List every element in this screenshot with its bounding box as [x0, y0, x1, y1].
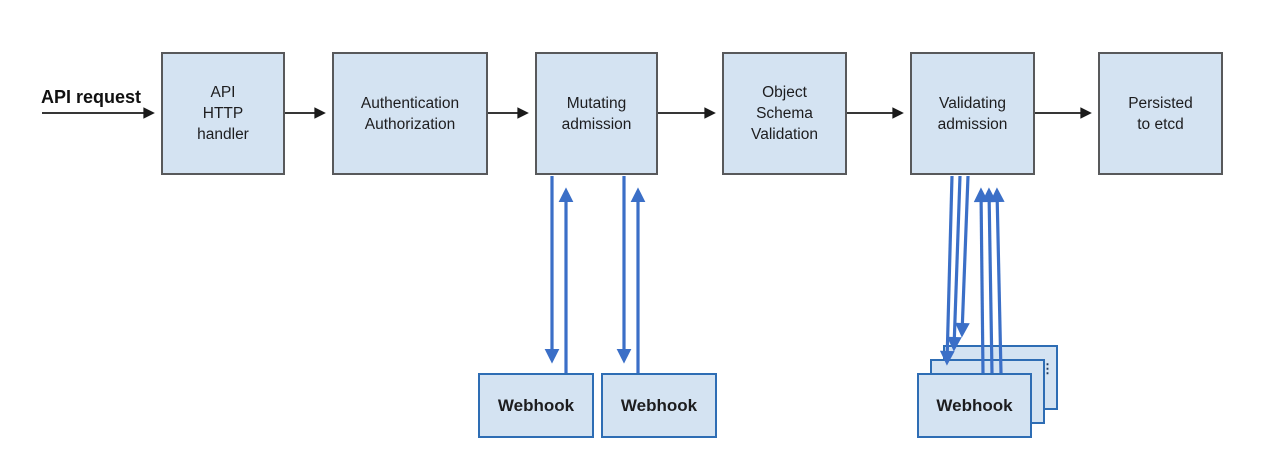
- arrow-validating-to-webhook-back: [955, 175, 970, 338]
- box-mutating-admission: Mutating admission: [535, 52, 658, 175]
- webhook-box-validating-front: Webhook: [917, 373, 1032, 438]
- box-object-schema-validation-label: Object Schema Validation: [751, 84, 818, 143]
- webhook-box-mutating-1: Webhook: [478, 373, 594, 438]
- box-authentication-authorization-label: Authentication Authorization: [360, 94, 460, 133]
- box-persisted-to-etcd: Persisted to etcd: [1098, 52, 1223, 175]
- webhook-box-mutating-1-label: Webhook: [497, 395, 575, 415]
- box-api-http-handler: API HTTP handler: [161, 52, 285, 175]
- more-webhooks-ellipsis: ⋮: [1041, 361, 1054, 376]
- webhook-box-mutating-2-label: Webhook: [620, 395, 698, 415]
- box-persisted-to-etcd-label: Persisted to etcd: [1128, 94, 1193, 133]
- box-validating-admission-label: Validating admission: [937, 94, 1008, 133]
- box-object-schema-validation: Object Schema Validation: [722, 52, 847, 175]
- webhook-box-validating-front-label: Webhook: [936, 395, 1013, 415]
- box-authentication-authorization: Authentication Authorization: [332, 52, 488, 175]
- box-validating-admission: Validating admission: [910, 52, 1035, 175]
- box-mutating-admission-label: Mutating admission: [561, 94, 632, 133]
- box-api-http-handler-label: API HTTP handler: [197, 84, 249, 143]
- arrow-validating-to-webhook-front: [939, 175, 955, 366]
- api-request-label: API request: [41, 87, 142, 107]
- arrow-validating-to-webhook-middle: [947, 175, 962, 352]
- webhook-box-mutating-2: Webhook: [601, 373, 717, 438]
